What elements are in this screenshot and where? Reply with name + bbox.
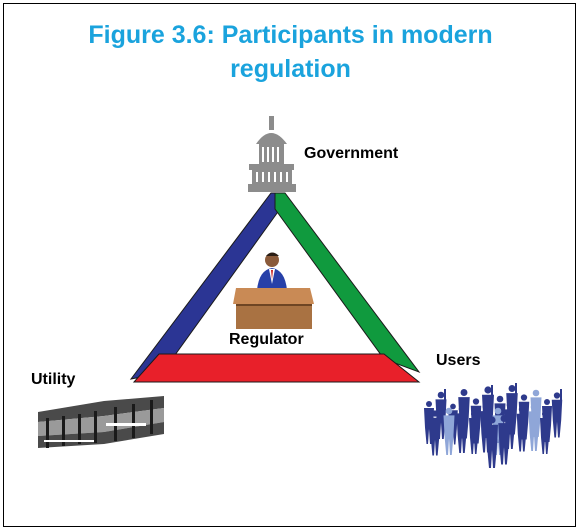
regulator-label: Regulator (229, 331, 304, 348)
participants-diagram: Government Regulator Utility Users (31, 116, 563, 468)
figure-title: Figure 3.6: Participants in modern regul… (4, 18, 577, 86)
utility-label: Utility (31, 371, 76, 388)
figure-title-line-1: Figure 3.6: Participants in modern (88, 21, 493, 49)
person-at-desk-icon (233, 252, 314, 329)
edge-utility-users (132, 353, 421, 383)
figure-title-line-2: regulation (230, 55, 351, 83)
capitol-building-icon (248, 116, 296, 192)
figure-frame: Figure 3.6: Participants in modern regul… (3, 3, 576, 527)
edge-government-users (274, 192, 421, 374)
office-building-icon (38, 396, 164, 448)
users-label: Users (436, 352, 481, 369)
government-label: Government (304, 145, 399, 162)
crowd-icon (424, 383, 563, 468)
